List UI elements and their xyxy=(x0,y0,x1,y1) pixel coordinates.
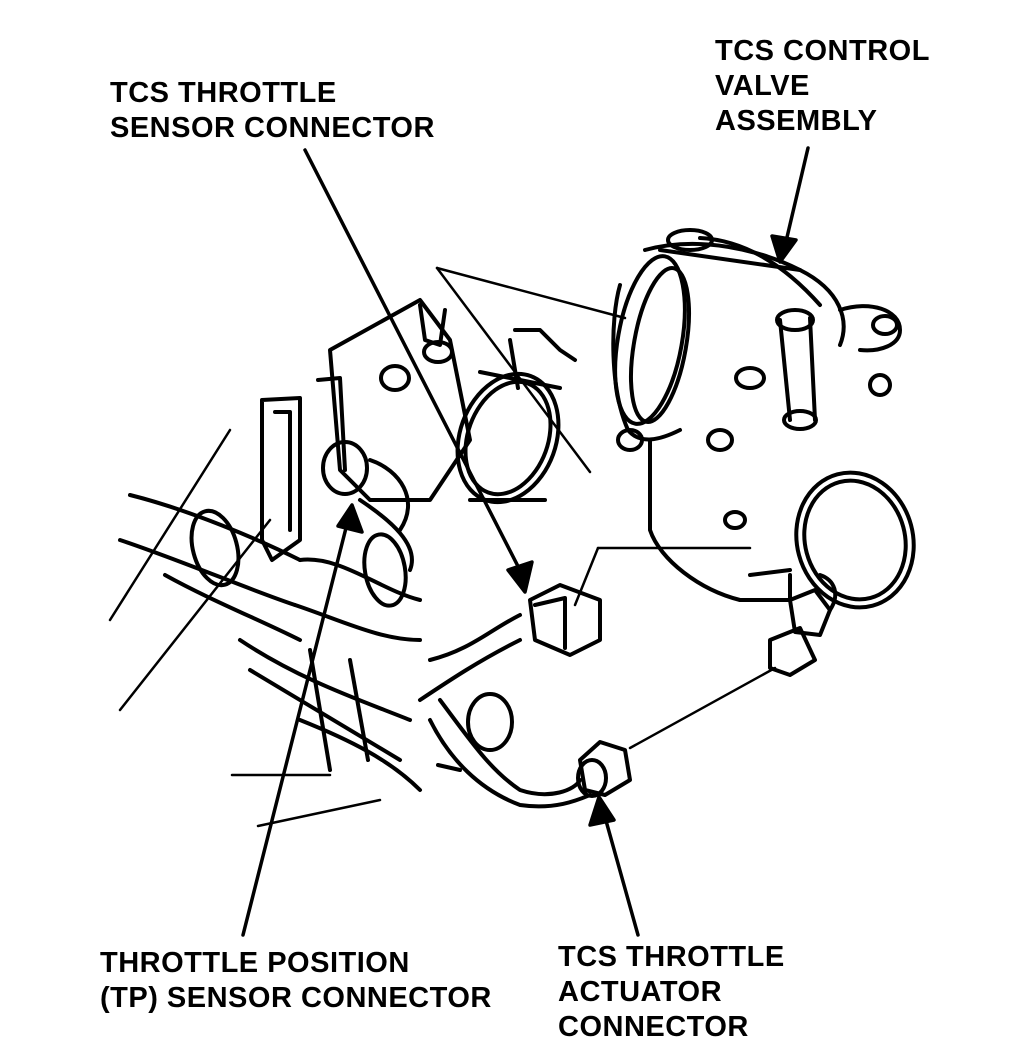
label-line: TCS THROTTLE xyxy=(110,77,337,109)
leader-tcs-actuator xyxy=(601,808,640,937)
tp-sensor-body xyxy=(321,440,414,572)
label-tp-sensor: THROTTLE POSITION (TP) SENSOR CONNECTOR xyxy=(100,946,492,1016)
hose-bundle xyxy=(118,493,422,642)
leader-tp-sensor xyxy=(241,518,350,937)
intake-manifold xyxy=(238,298,472,792)
throttle-duct xyxy=(455,328,577,505)
arrow-head-tcs-valve xyxy=(770,234,798,264)
label-line: SENSOR CONNECTOR xyxy=(110,112,435,144)
label-tcs-throttle-sensor: TCS THROTTLE SENSOR CONNECTOR xyxy=(110,76,435,146)
label-line: ACTUATOR xyxy=(558,976,723,1008)
leader-tcs-valve xyxy=(782,146,810,252)
tcs-valve-assembly xyxy=(611,228,916,610)
actuator-plug-upper xyxy=(768,573,838,677)
label-tcs-control-valve: TCS CONTROL VALVE ASSEMBLY xyxy=(715,34,930,139)
label-line: (TP) SENSOR CONNECTOR xyxy=(100,982,492,1014)
leader-arrows xyxy=(241,146,810,937)
leader-tcs-sensor xyxy=(303,148,527,582)
arrow-head-tcs-sensor xyxy=(506,560,534,594)
label-line: ASSEMBLY xyxy=(715,105,878,137)
label-tcs-actuator: TCS THROTTLE ACTUATOR CONNECTOR xyxy=(558,940,785,1045)
label-line: CONNECTOR xyxy=(558,1011,749,1043)
tcs-sensor-connector xyxy=(418,583,602,702)
arrow-head-tp-sensor xyxy=(336,503,364,534)
label-line: THROTTLE POSITION xyxy=(100,947,410,979)
label-line: TCS THROTTLE xyxy=(558,941,785,973)
arrow-head-tcs-actuator xyxy=(588,795,616,827)
label-line: VALVE xyxy=(715,70,810,102)
background-linework xyxy=(108,266,777,828)
actuator-harness xyxy=(428,692,632,809)
label-line: TCS CONTROL xyxy=(715,35,930,67)
